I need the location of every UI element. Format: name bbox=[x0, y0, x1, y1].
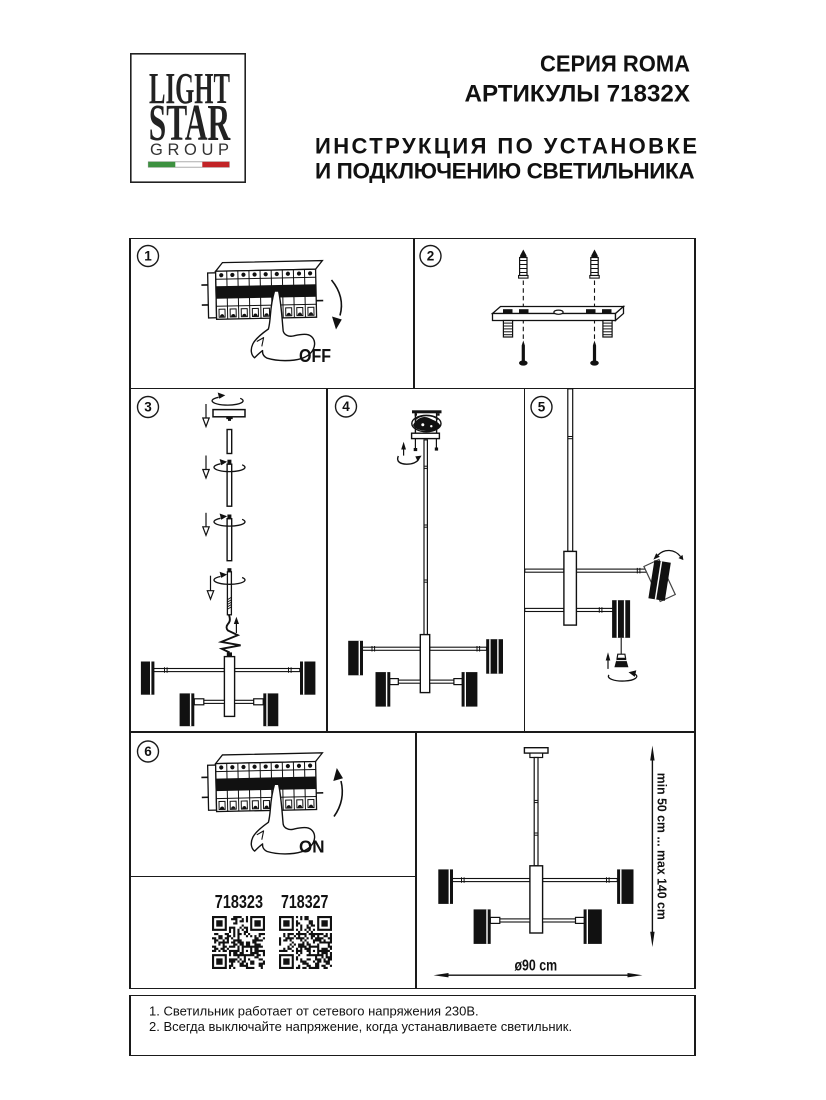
svg-text:3: 3 bbox=[144, 400, 152, 415]
svg-text:718323: 718323 bbox=[215, 891, 263, 912]
svg-text:LIGHT: LIGHT bbox=[149, 63, 230, 113]
svg-text:2: 2 bbox=[427, 249, 435, 264]
svg-text:2. Всегда выключайте напряжени: 2. Всегда выключайте напряжение, когда у… bbox=[149, 1019, 572, 1034]
svg-text:АРТИКУЛЫ 71832X: АРТИКУЛЫ 71832X bbox=[465, 81, 691, 108]
svg-text:4: 4 bbox=[342, 399, 350, 414]
svg-text:5: 5 bbox=[538, 400, 546, 415]
svg-text:OFF: OFF bbox=[299, 345, 331, 366]
svg-text:1: 1 bbox=[144, 249, 152, 264]
svg-text:ø90 cm: ø90 cm bbox=[515, 957, 558, 974]
svg-text:ON: ON bbox=[299, 837, 325, 857]
svg-text:СЕРИЯ ROMA: СЕРИЯ ROMA bbox=[540, 51, 690, 77]
svg-text:718327: 718327 bbox=[281, 891, 328, 912]
svg-text:min 50 cm ... max 140 cm: min 50 cm ... max 140 cm bbox=[655, 773, 670, 920]
svg-text:6: 6 bbox=[144, 744, 152, 759]
svg-text:STAR: STAR bbox=[149, 95, 231, 152]
svg-text:И ПОДКЛЮЧЕНИЮ СВЕТИЛЬНИКА: И ПОДКЛЮЧЕНИЮ СВЕТИЛЬНИКА bbox=[315, 159, 695, 184]
svg-text:ИНСТРУКЦИЯ ПО УСТАНОВКЕ: ИНСТРУКЦИЯ ПО УСТАНОВКЕ bbox=[315, 133, 697, 158]
svg-text:GROUP: GROUP bbox=[150, 141, 229, 159]
svg-text:1. Светильник работает от сете: 1. Светильник работает от сетевого напря… bbox=[149, 1003, 479, 1018]
